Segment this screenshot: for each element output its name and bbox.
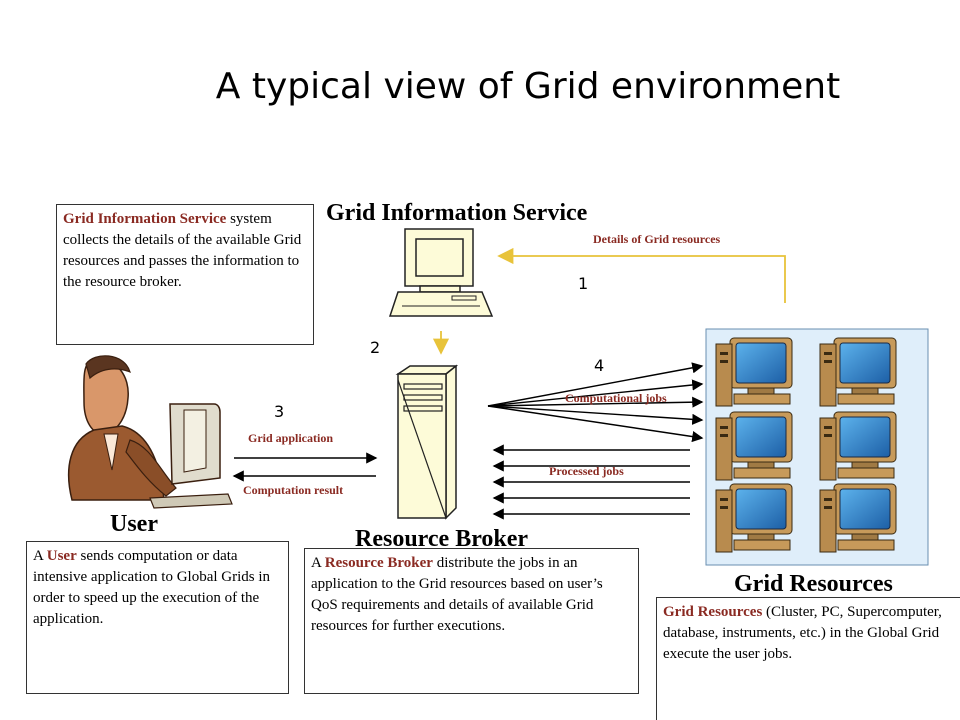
step-1-number: 1	[578, 274, 589, 293]
grid-application-label: Grid application	[248, 431, 334, 445]
computational-jobs-arrows	[487, 362, 704, 443]
step-3-number: 3	[274, 402, 285, 421]
resources-description: (Cluster, PC, Supercomputer, database, i…	[663, 604, 942, 662]
gis-description-box: Grid Information Service system collects…	[56, 204, 314, 345]
gis-computer-icon	[388, 228, 494, 317]
gis-term: Grid Information Service	[63, 211, 227, 227]
user-description-box: A User sends computation or data intensi…	[26, 541, 289, 694]
resources-description-box: Grid Resources (Cluster, PC, Supercomput…	[656, 597, 960, 720]
page-title: A typical view of Grid environment	[215, 66, 841, 107]
broker-term: Resource Broker	[324, 555, 433, 571]
resources-term: Grid Resources	[663, 604, 763, 620]
resource-broker-server-icon	[395, 364, 459, 520]
processed-jobs-label: Processed jobs	[549, 464, 624, 478]
user-figure-icon	[67, 355, 233, 509]
gis-heading: Grid Information Service	[326, 200, 588, 226]
broker-heading: Resource Broker	[355, 526, 529, 552]
computational-jobs-label: Computational jobs	[565, 391, 667, 405]
broker-description: distribute the jobs in an application to…	[311, 555, 603, 634]
user-term: User	[46, 548, 77, 564]
resources-heading: Grid Resources	[734, 571, 893, 597]
step-4-number: 4	[594, 356, 605, 375]
step-2-number: 2	[370, 338, 381, 357]
user-description: sends computation or data intensive appl…	[33, 548, 271, 627]
processed-jobs-arrows	[492, 444, 690, 520]
broker-desc-prefix: A	[311, 555, 322, 571]
user-heading: User	[110, 511, 158, 537]
grid-resources-cluster-icon	[705, 328, 929, 566]
gis-description: system collects the details of the avail…	[63, 211, 302, 290]
computation-result-label: Computation result	[243, 483, 344, 497]
details-label: Details of Grid resources	[593, 232, 721, 246]
broker-description-box: A Resource Broker distribute the jobs in…	[304, 548, 639, 694]
user-desc-prefix: A	[33, 548, 44, 564]
details-connector-line	[497, 247, 786, 303]
